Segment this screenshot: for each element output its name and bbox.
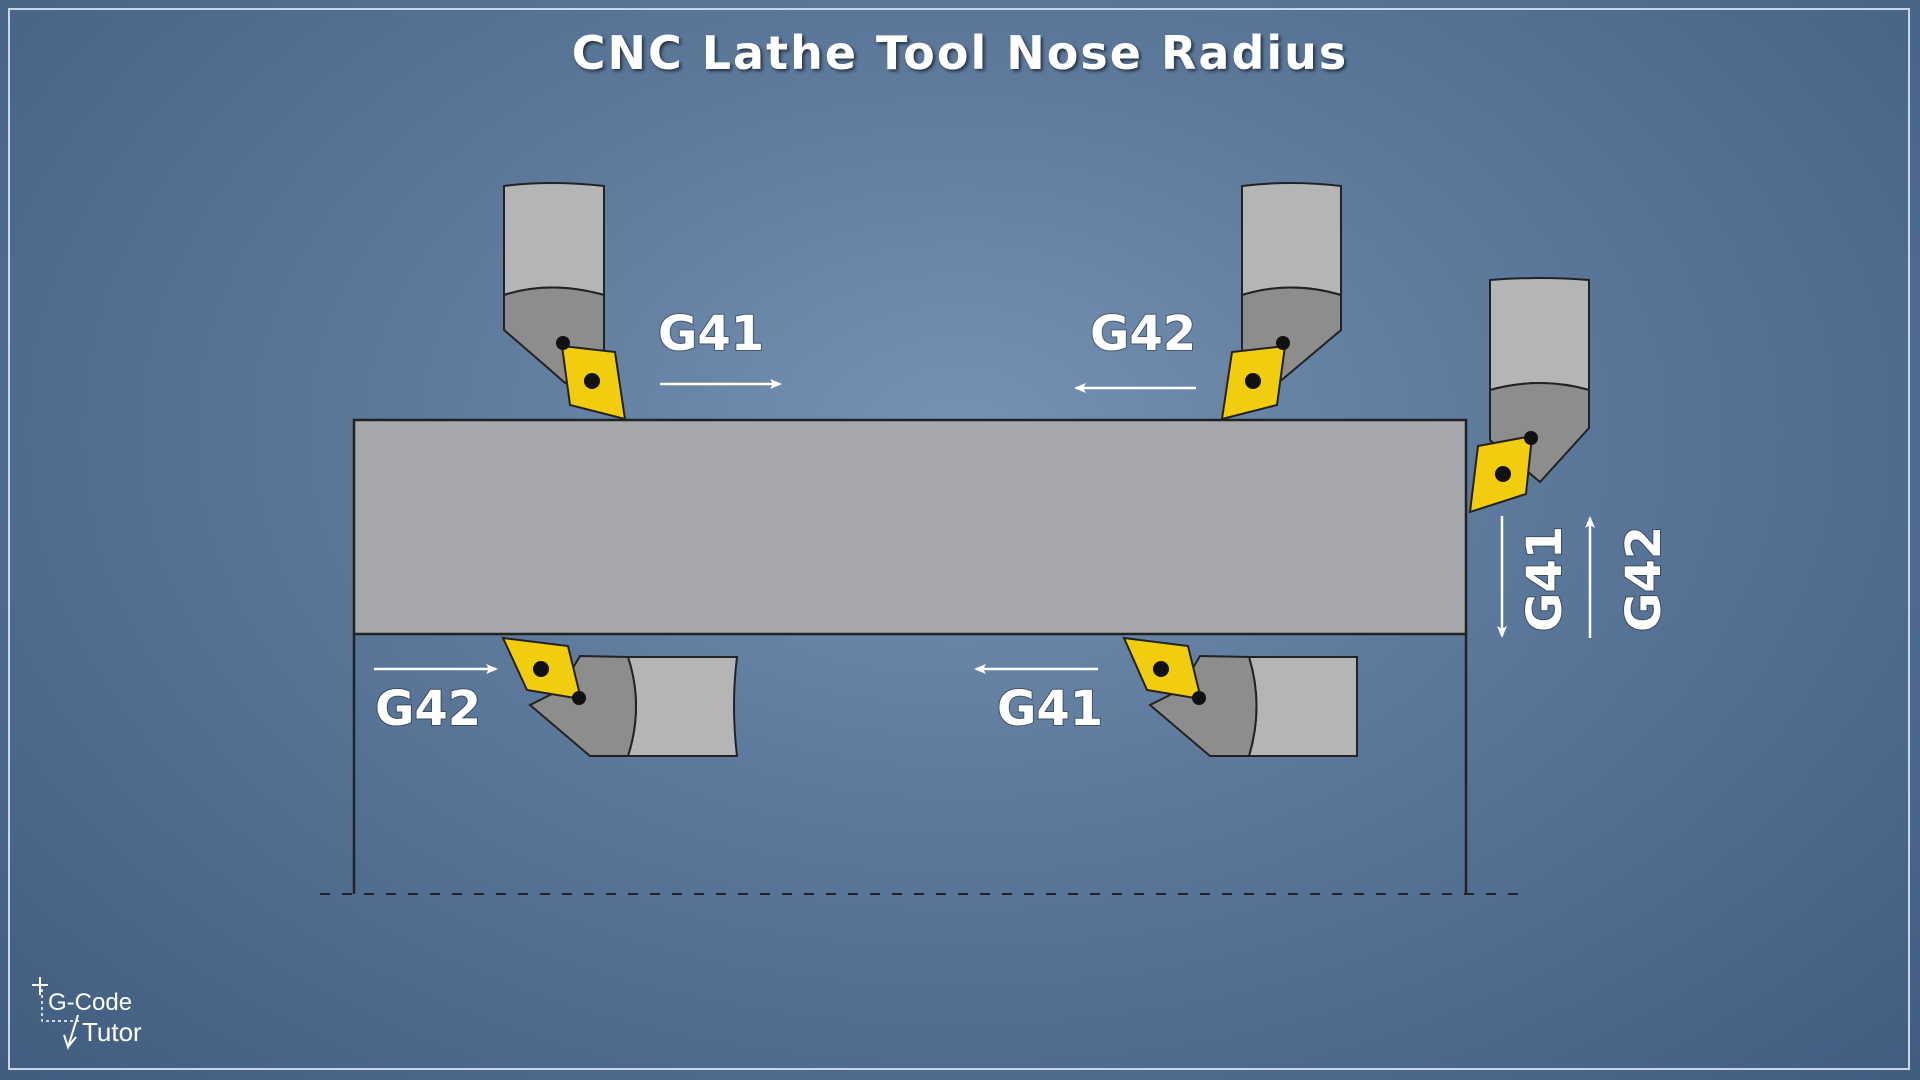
tool-holder-icon [1241,182,1342,297]
insert-screw [584,373,600,389]
holder-pin [1192,691,1206,705]
holder-head [1148,654,1258,757]
label-side-down: G41 [1517,526,1573,632]
workpiece-bar [352,418,1468,636]
label-top-left: G41 [658,306,764,362]
tool-holder-icon [626,656,739,757]
page-title: CNC Lathe Tool Nose Radius [571,26,1349,80]
holder-pin [1524,431,1538,445]
tool-holder-icon [1247,656,1358,757]
tool-holder-icon [503,182,605,297]
label-bottom-right: G41 [997,681,1103,737]
insert-screw [533,661,549,677]
logo-line-2: Tutor [82,1017,142,1047]
label-bottom-left: G42 [375,681,481,737]
tool-bottom-right [1122,636,1358,757]
tool-right-face [1468,277,1590,514]
tool-top-right [1220,182,1342,421]
logo-line-1: G-Code [48,989,133,1016]
holder-pin [1276,336,1290,350]
insert-screw [1495,466,1511,482]
tool-top-left [503,182,627,421]
gcode-tutor-logo-icon [32,977,80,1051]
label-side-up: G42 [1616,526,1672,632]
gcode-tutor-logo: G-Code Tutor [30,975,170,1055]
tool-bottom-left [501,636,739,757]
holder-head [528,654,637,757]
label-top-right: G42 [1090,306,1196,362]
holder-pin [556,336,570,350]
tool-holder-icon [1489,277,1590,392]
holder-pin [572,691,586,705]
insert-screw [1153,661,1169,677]
insert-screw [1245,373,1261,389]
